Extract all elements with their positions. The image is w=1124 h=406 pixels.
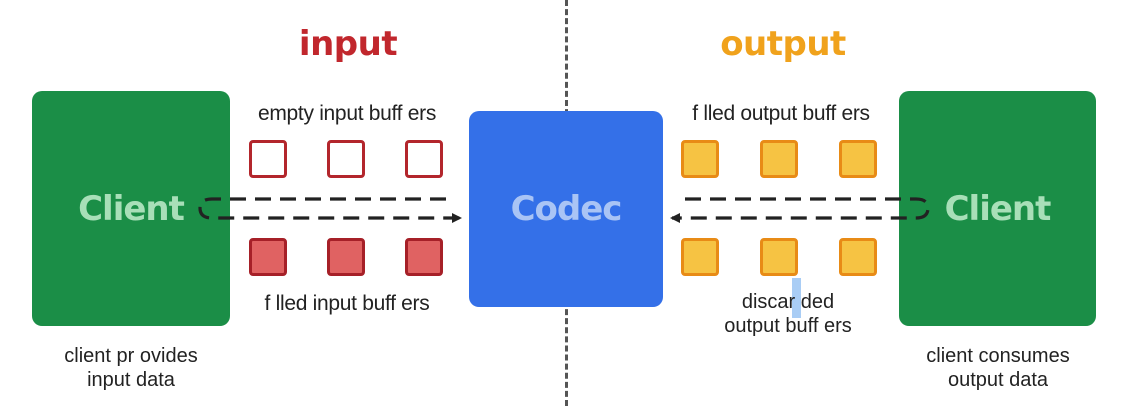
client-left-box: Client [32,91,230,326]
filled-input-buffer [327,238,365,276]
empty-input-buffer [405,140,443,178]
empty-input-buffers-label: empty input buff ers [257,102,437,125]
client-right-caption-line-1: client consumes [926,345,1070,367]
filled-output-buffer [760,140,798,178]
client-left-caption-line-2: input data [87,369,175,391]
discarded-output-buffer [681,238,719,276]
output-title: output [720,24,846,64]
filled-input-buffer [249,238,287,276]
filled-output-buffer [681,140,719,178]
filled-output-buffer [839,140,877,178]
input-flow-arrow [198,197,462,223]
text-cursor-highlight [792,278,801,318]
discarded-output-buffer [839,238,877,276]
client-left-caption-line-1: client pr ovides [64,345,198,367]
client-right-box: Client [899,91,1096,326]
codec-box: Codec [469,111,663,307]
empty-input-buffer [249,140,287,178]
discarded-output-buffer [760,238,798,276]
codec-label: Codec [510,189,623,229]
discarded-line-2: output buff ers [724,315,852,337]
filled-output-buffers-label: f lled output buff ers [692,102,870,125]
discarded-line-1: discar ded [741,291,835,313]
output-flow-arrow [670,197,930,223]
client-left-label: Client [78,188,185,229]
client-right-label: Client [944,188,1052,229]
filled-input-buffer [405,238,443,276]
empty-input-buffer [327,140,365,178]
filled-input-buffers-label: f lled input buff ers [264,292,430,315]
input-title: input [298,24,398,64]
client-right-caption-line-2: output data [947,369,1049,391]
